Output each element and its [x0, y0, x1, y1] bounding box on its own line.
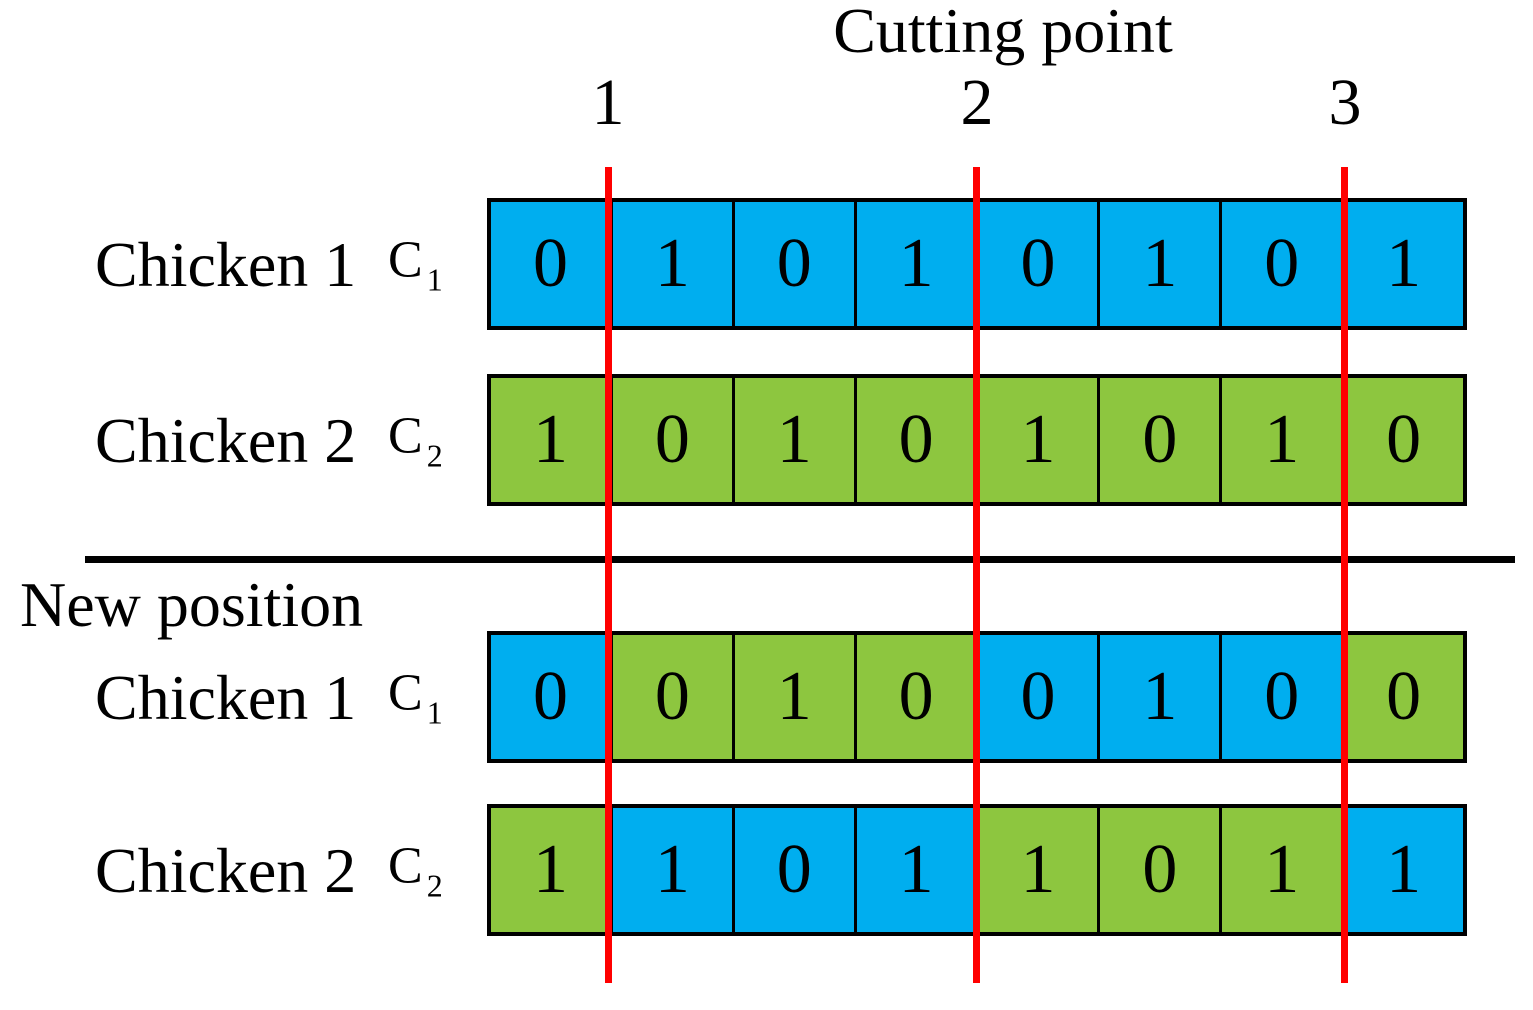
gene-cell: 1	[1341, 202, 1463, 326]
gene-cell: 1	[1097, 202, 1220, 326]
gene-cell: 0	[1219, 635, 1342, 759]
gene-cell: 1	[853, 202, 976, 326]
gene-cell: 1	[975, 378, 1098, 502]
symbol-subscript: 2	[426, 437, 443, 474]
gene-cell: 0	[731, 202, 854, 326]
symbol-subscript: 1	[426, 261, 443, 298]
cutting-line-1	[605, 167, 612, 983]
symbol-letter: C	[388, 407, 423, 465]
symbol-subscript: 1	[426, 694, 443, 731]
symbol-letter: C	[388, 837, 423, 895]
gene-cell: 0	[609, 378, 732, 502]
gene-cell: 0	[491, 202, 610, 326]
gene-cell: 0	[1097, 808, 1220, 932]
gene-cell: 0	[1341, 378, 1463, 502]
gene-cell: 0	[731, 808, 854, 932]
gene-cell: 0	[975, 635, 1098, 759]
gene-cell: 0	[1097, 378, 1220, 502]
gene-cell: 0	[491, 635, 610, 759]
figure-title: Cutting point	[833, 0, 1173, 66]
cutting-point-1-label: 1	[591, 66, 625, 139]
cutting-point-3-label: 3	[1328, 66, 1362, 139]
gene-cell: 1	[609, 808, 732, 932]
gene-cell: 1	[1219, 378, 1342, 502]
gene-cell: 1	[1219, 808, 1342, 932]
gene-cell: 1	[1341, 808, 1463, 932]
symbol-letter: C	[388, 231, 423, 289]
gene-cell: 1	[609, 202, 732, 326]
gene-cell: 1	[731, 378, 854, 502]
gene-cell: 0	[853, 378, 976, 502]
chicken2-after-label: Chicken 2	[95, 835, 357, 906]
gene-cell: 0	[853, 635, 976, 759]
gene-cell: 0	[1219, 202, 1342, 326]
new-position-label: New position	[20, 569, 364, 640]
cutting-line-3	[1341, 167, 1348, 983]
gene-cell: 0	[609, 635, 732, 759]
cutting-line-2	[973, 167, 980, 983]
cutting-point-2-label: 2	[960, 66, 994, 139]
chicken1-before-label: Chicken 1	[95, 229, 357, 300]
gene-cell: 1	[491, 808, 610, 932]
gene-cell: 1	[853, 808, 976, 932]
gene-cell: 1	[491, 378, 610, 502]
symbol-letter: C	[388, 664, 423, 722]
gene-cell: 1	[1097, 635, 1220, 759]
chicken2-before-label: Chicken 2	[95, 405, 357, 476]
gene-cell: 0	[975, 202, 1098, 326]
gene-cell: 1	[975, 808, 1098, 932]
gene-cell: 0	[1341, 635, 1463, 759]
symbol-subscript: 2	[426, 867, 443, 904]
gene-cell: 1	[731, 635, 854, 759]
section-divider	[85, 556, 1515, 563]
chicken1-after-label: Chicken 1	[95, 662, 357, 733]
